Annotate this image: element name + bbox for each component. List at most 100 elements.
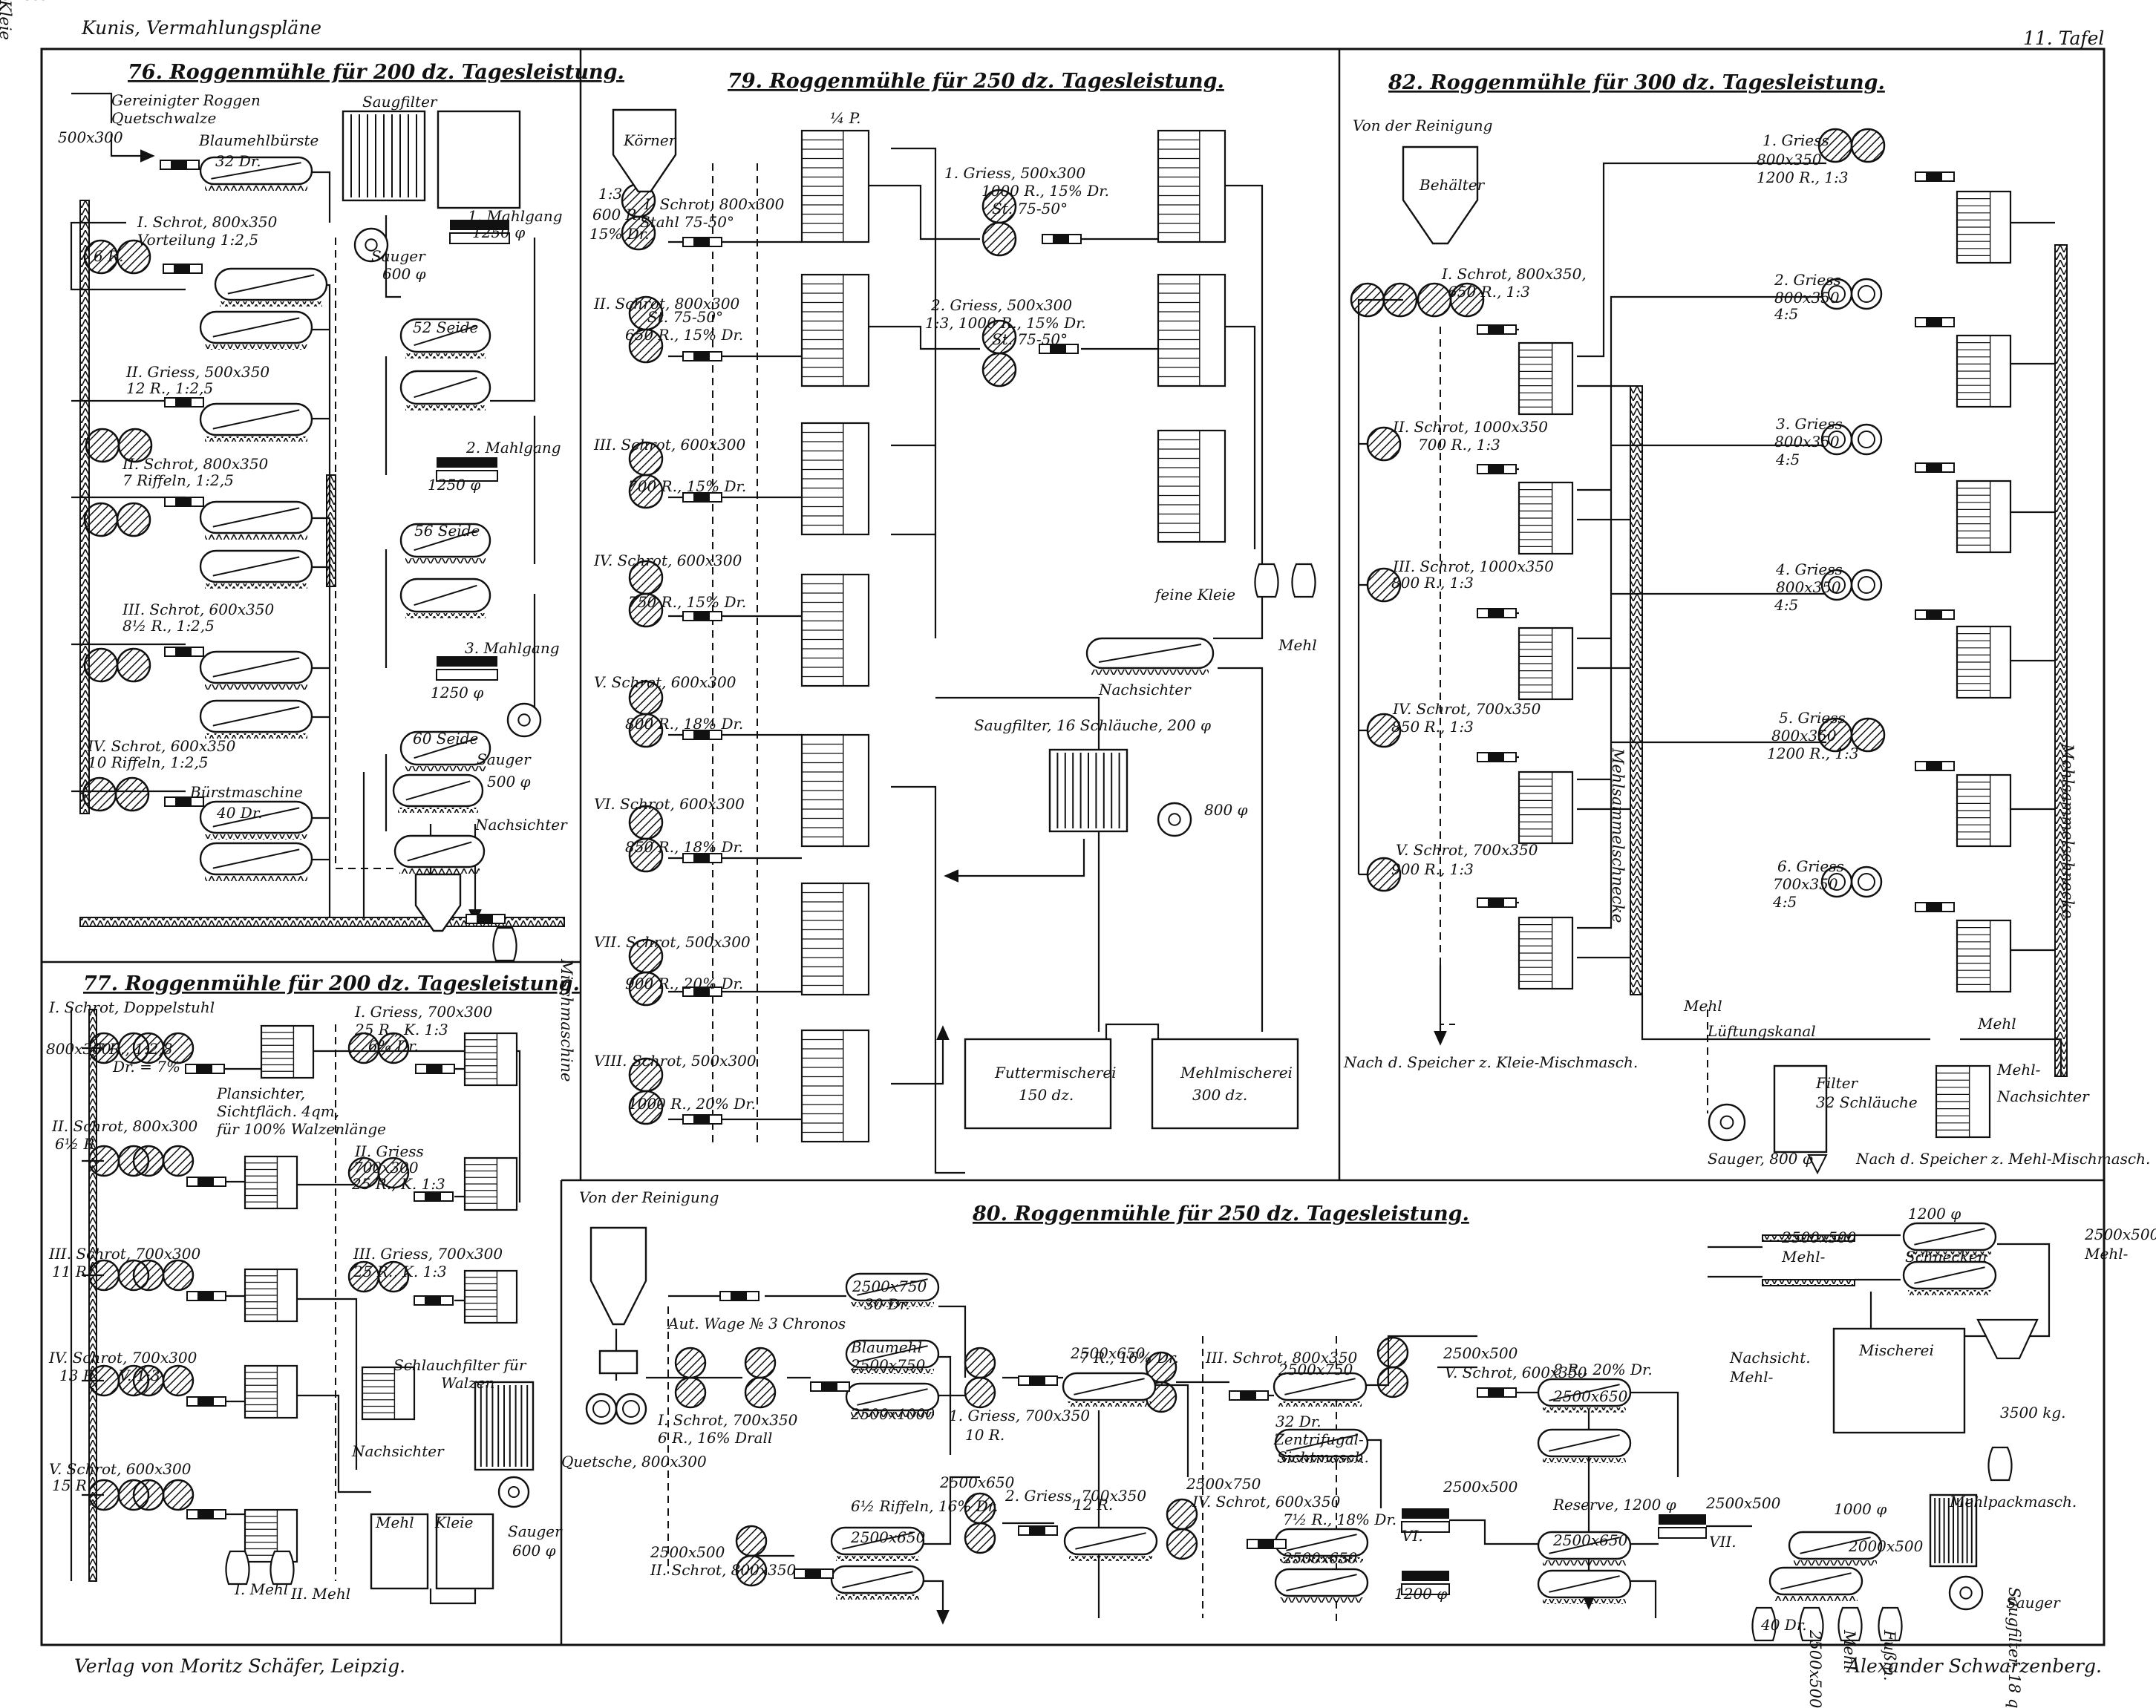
machine-label: Quetsche, 800x300	[561, 1453, 707, 1470]
sifter-base	[205, 583, 307, 589]
flow-line	[71, 92, 148, 156]
sifter-base	[405, 558, 486, 563]
machine-label: Sichtmasch.	[1277, 1448, 1369, 1466]
roller	[1376, 1366, 1409, 1398]
machine-label: 6. Griess	[1777, 857, 1844, 875]
roller-core	[1858, 873, 1875, 891]
sifter-diagonal	[1914, 1228, 1985, 1246]
machine-label: IV. Schrot, 700x300	[48, 1349, 197, 1367]
footer-left: Verlag von Moritz Schäfer, Leipzig.	[74, 1655, 405, 1677]
bran-bin	[435, 1513, 494, 1590]
flour-sack	[270, 1550, 295, 1586]
machine-label: 1. Mahlgang	[468, 207, 563, 225]
sifter-diagonal	[1286, 1574, 1357, 1591]
flow-line	[1440, 327, 1708, 1113]
millstone-lower	[1401, 1583, 1450, 1595]
sifter-base	[1543, 1407, 1626, 1413]
machine-label: 2500x500	[1705, 1494, 1781, 1512]
millstone-upper	[437, 656, 497, 667]
sifter-base	[1069, 1556, 1152, 1561]
magnet-core	[805, 1569, 821, 1578]
sifter-base	[205, 733, 307, 739]
sifter-base	[851, 1412, 934, 1417]
machine-label: Mehl	[1683, 997, 1722, 1015]
sifter-base	[205, 534, 307, 540]
sifter-base	[205, 436, 307, 442]
flour-sack	[1987, 1446, 2013, 1482]
machine-label: 2500x500	[1806, 1629, 1824, 1708]
hopper	[1402, 145, 1479, 245]
panel-79-title: 79. Roggenmühle für 250 dz. Tagesleistun…	[728, 70, 1224, 93]
auxiliary-machines	[160, 108, 2039, 1642]
flow-line	[615, 1295, 849, 1387]
machine-label: VI. Schrot, 600x300	[594, 795, 745, 813]
sifter-diagonal	[212, 507, 300, 528]
sifter-diagonal	[1074, 1378, 1145, 1395]
machine-label: Reserve, 1200 φ	[1552, 1496, 1676, 1514]
flour-sack	[1799, 1606, 1824, 1642]
flour-sack	[1254, 563, 1279, 598]
magnet-core	[1258, 1540, 1274, 1548]
machine-label: Nachsichter	[474, 816, 568, 834]
machine-label: IV. Schrot, 700x350	[1392, 700, 1541, 718]
machine-label: 4:5	[1774, 596, 1798, 614]
machine-label: Mehl-	[2084, 1245, 2129, 1263]
roller	[162, 1364, 195, 1397]
roller	[628, 474, 664, 509]
roller	[981, 221, 1017, 257]
machine-label: 4:5	[1772, 893, 1797, 911]
roller-core	[1858, 431, 1875, 448]
magnet-core	[693, 238, 710, 246]
machine-label: 800x350	[1771, 727, 1837, 745]
roller	[114, 776, 150, 812]
sifter-base	[405, 766, 486, 771]
magnet-core	[1926, 318, 1942, 327]
machine-label: Saugfilter, 16 Schläuche, 200 φ	[974, 716, 1211, 734]
machine-label: 600 φ	[512, 1542, 556, 1560]
flow-line	[2010, 221, 2055, 952]
machine-label: Mehlsammelschnecke	[1609, 747, 1627, 923]
magnet-core	[1488, 465, 1504, 474]
fan-hub	[1719, 1115, 1734, 1130]
machine-label: II. Mehl	[290, 1585, 350, 1603]
machine-label: II. Schrot, 800x350	[650, 1561, 797, 1579]
roller	[162, 1259, 195, 1292]
panel-82-title: 82. Roggenmühle für 300 dz. Tagesleistun…	[1388, 71, 1885, 94]
machine-label: 6 R.	[94, 247, 124, 265]
machine-label: 2500x650	[1552, 1387, 1628, 1405]
fodder-mixer	[964, 1038, 1112, 1130]
roller	[85, 428, 120, 463]
machine-label: Mischerei	[1858, 1341, 1934, 1359]
machine-label: 25 R., K. 1:3	[351, 1175, 445, 1193]
machine-label: Sauger	[508, 1522, 563, 1540]
flour-sack	[492, 926, 517, 962]
sifter-diagonal	[857, 1345, 928, 1363]
flow-line	[1366, 1439, 1752, 1618]
machine-label: 2. Mahlgang	[466, 439, 561, 457]
cylinder-sifters	[199, 156, 1997, 1604]
millstone-lower	[1401, 1521, 1450, 1533]
machine-label: 7 R., 16% Dr.	[1079, 1349, 1179, 1367]
machine-label: V. 1:3	[119, 1367, 160, 1384]
machine-label: 2500x650	[1070, 1344, 1146, 1362]
machine-label: 40 Dr.	[1760, 1616, 1807, 1634]
panel-76-title: 76. Roggenmühle für 200 dz. Tagesleistun…	[128, 61, 624, 84]
screw-conveyor-horizontal	[1762, 1279, 1855, 1286]
machine-label: I. Griess, 700x300	[354, 1003, 493, 1021]
machine-label: 800x350	[1774, 289, 1840, 307]
roller	[116, 239, 151, 275]
magnet-core	[1926, 610, 1942, 619]
roller	[1417, 282, 1452, 318]
machine-label: 1250 φ	[431, 684, 483, 701]
machine-label: II. Griess, 500x350	[125, 363, 270, 381]
machine-label: Sichtfläch. 4qm,	[217, 1102, 339, 1120]
screw-conveyor-vertical	[88, 1009, 97, 1582]
roller-core	[1828, 576, 1846, 594]
machine-label: 800x350	[1757, 151, 1822, 168]
machine-label: III. Griess, 700x300	[353, 1245, 503, 1263]
hopper	[612, 108, 677, 193]
sifter-base	[1908, 1290, 1991, 1295]
screw-conveyor-vertical	[2054, 244, 2068, 1077]
machine-label: I. Schrot, 800x350,	[1441, 265, 1587, 283]
magnet-core	[1926, 903, 1942, 912]
